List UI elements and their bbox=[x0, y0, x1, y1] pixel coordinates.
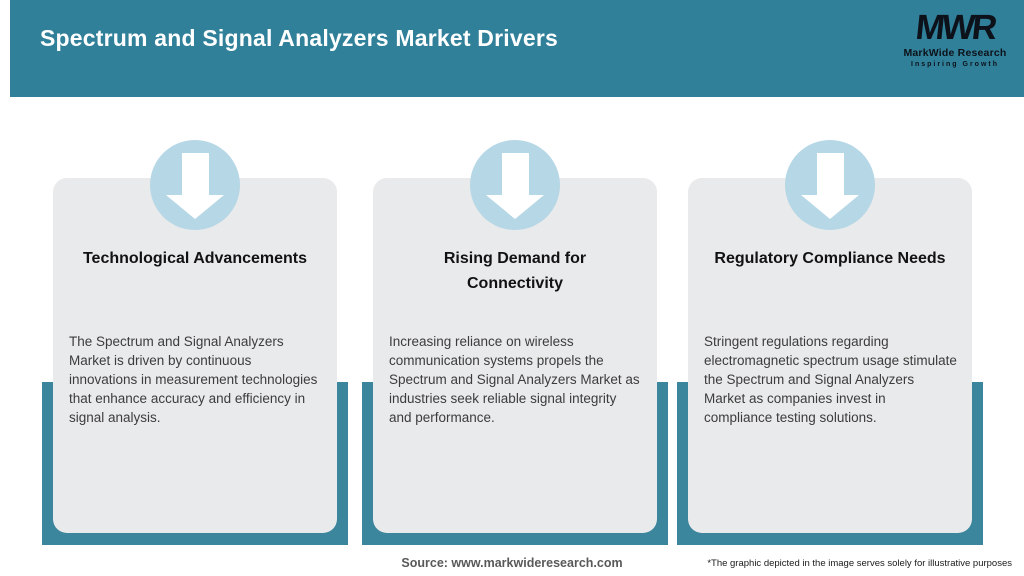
arrow-stem bbox=[501, 153, 529, 195]
card-title: Technological Advancements bbox=[82, 250, 308, 267]
card-title: Regulatory Compliance Needs bbox=[714, 250, 946, 267]
logo-company-name: MarkWide Research bbox=[903, 47, 1007, 59]
header-bar: Spectrum and Signal Analyzers Market Dri… bbox=[10, 0, 1024, 97]
card-description: The Spectrum and Signal Analyzers Market… bbox=[69, 334, 318, 425]
arrow-head bbox=[801, 195, 859, 219]
arrow-head bbox=[166, 195, 224, 219]
arrow-stem bbox=[816, 153, 844, 195]
disclaimer-text: *The graphic depicted in the image serve… bbox=[701, 558, 1012, 569]
down-arrow-icon bbox=[150, 140, 240, 230]
card-title: Rising Demand for Connectivity bbox=[443, 250, 587, 292]
arrow-head bbox=[486, 195, 544, 219]
logo-mwr-icon: MWR bbox=[913, 8, 997, 47]
page-title: Spectrum and Signal Analyzers Market Dri… bbox=[40, 25, 558, 51]
down-arrow-icon bbox=[470, 140, 560, 230]
brand-logo: MWR MarkWide Research Inspiring Growth bbox=[900, 8, 1010, 68]
logo-tagline: Inspiring Growth bbox=[911, 61, 999, 68]
driver-card-rising-demand-for-connectivity: Rising Demand for Connectivity Increasin… bbox=[373, 178, 657, 533]
driver-card-regulatory-compliance-needs: Regulatory Compliance Needs Stringent re… bbox=[688, 178, 972, 533]
arrow-stem bbox=[181, 153, 209, 195]
source-text: Source: www.markwideresearch.com bbox=[401, 556, 623, 570]
card-description: Increasing reliance on wireless communic… bbox=[389, 334, 640, 425]
down-arrow-icon bbox=[785, 140, 875, 230]
driver-card-technological-advancements: Technological Advancements The Spectrum … bbox=[53, 178, 337, 533]
card-description: Stringent regulations regarding electrom… bbox=[704, 334, 957, 425]
